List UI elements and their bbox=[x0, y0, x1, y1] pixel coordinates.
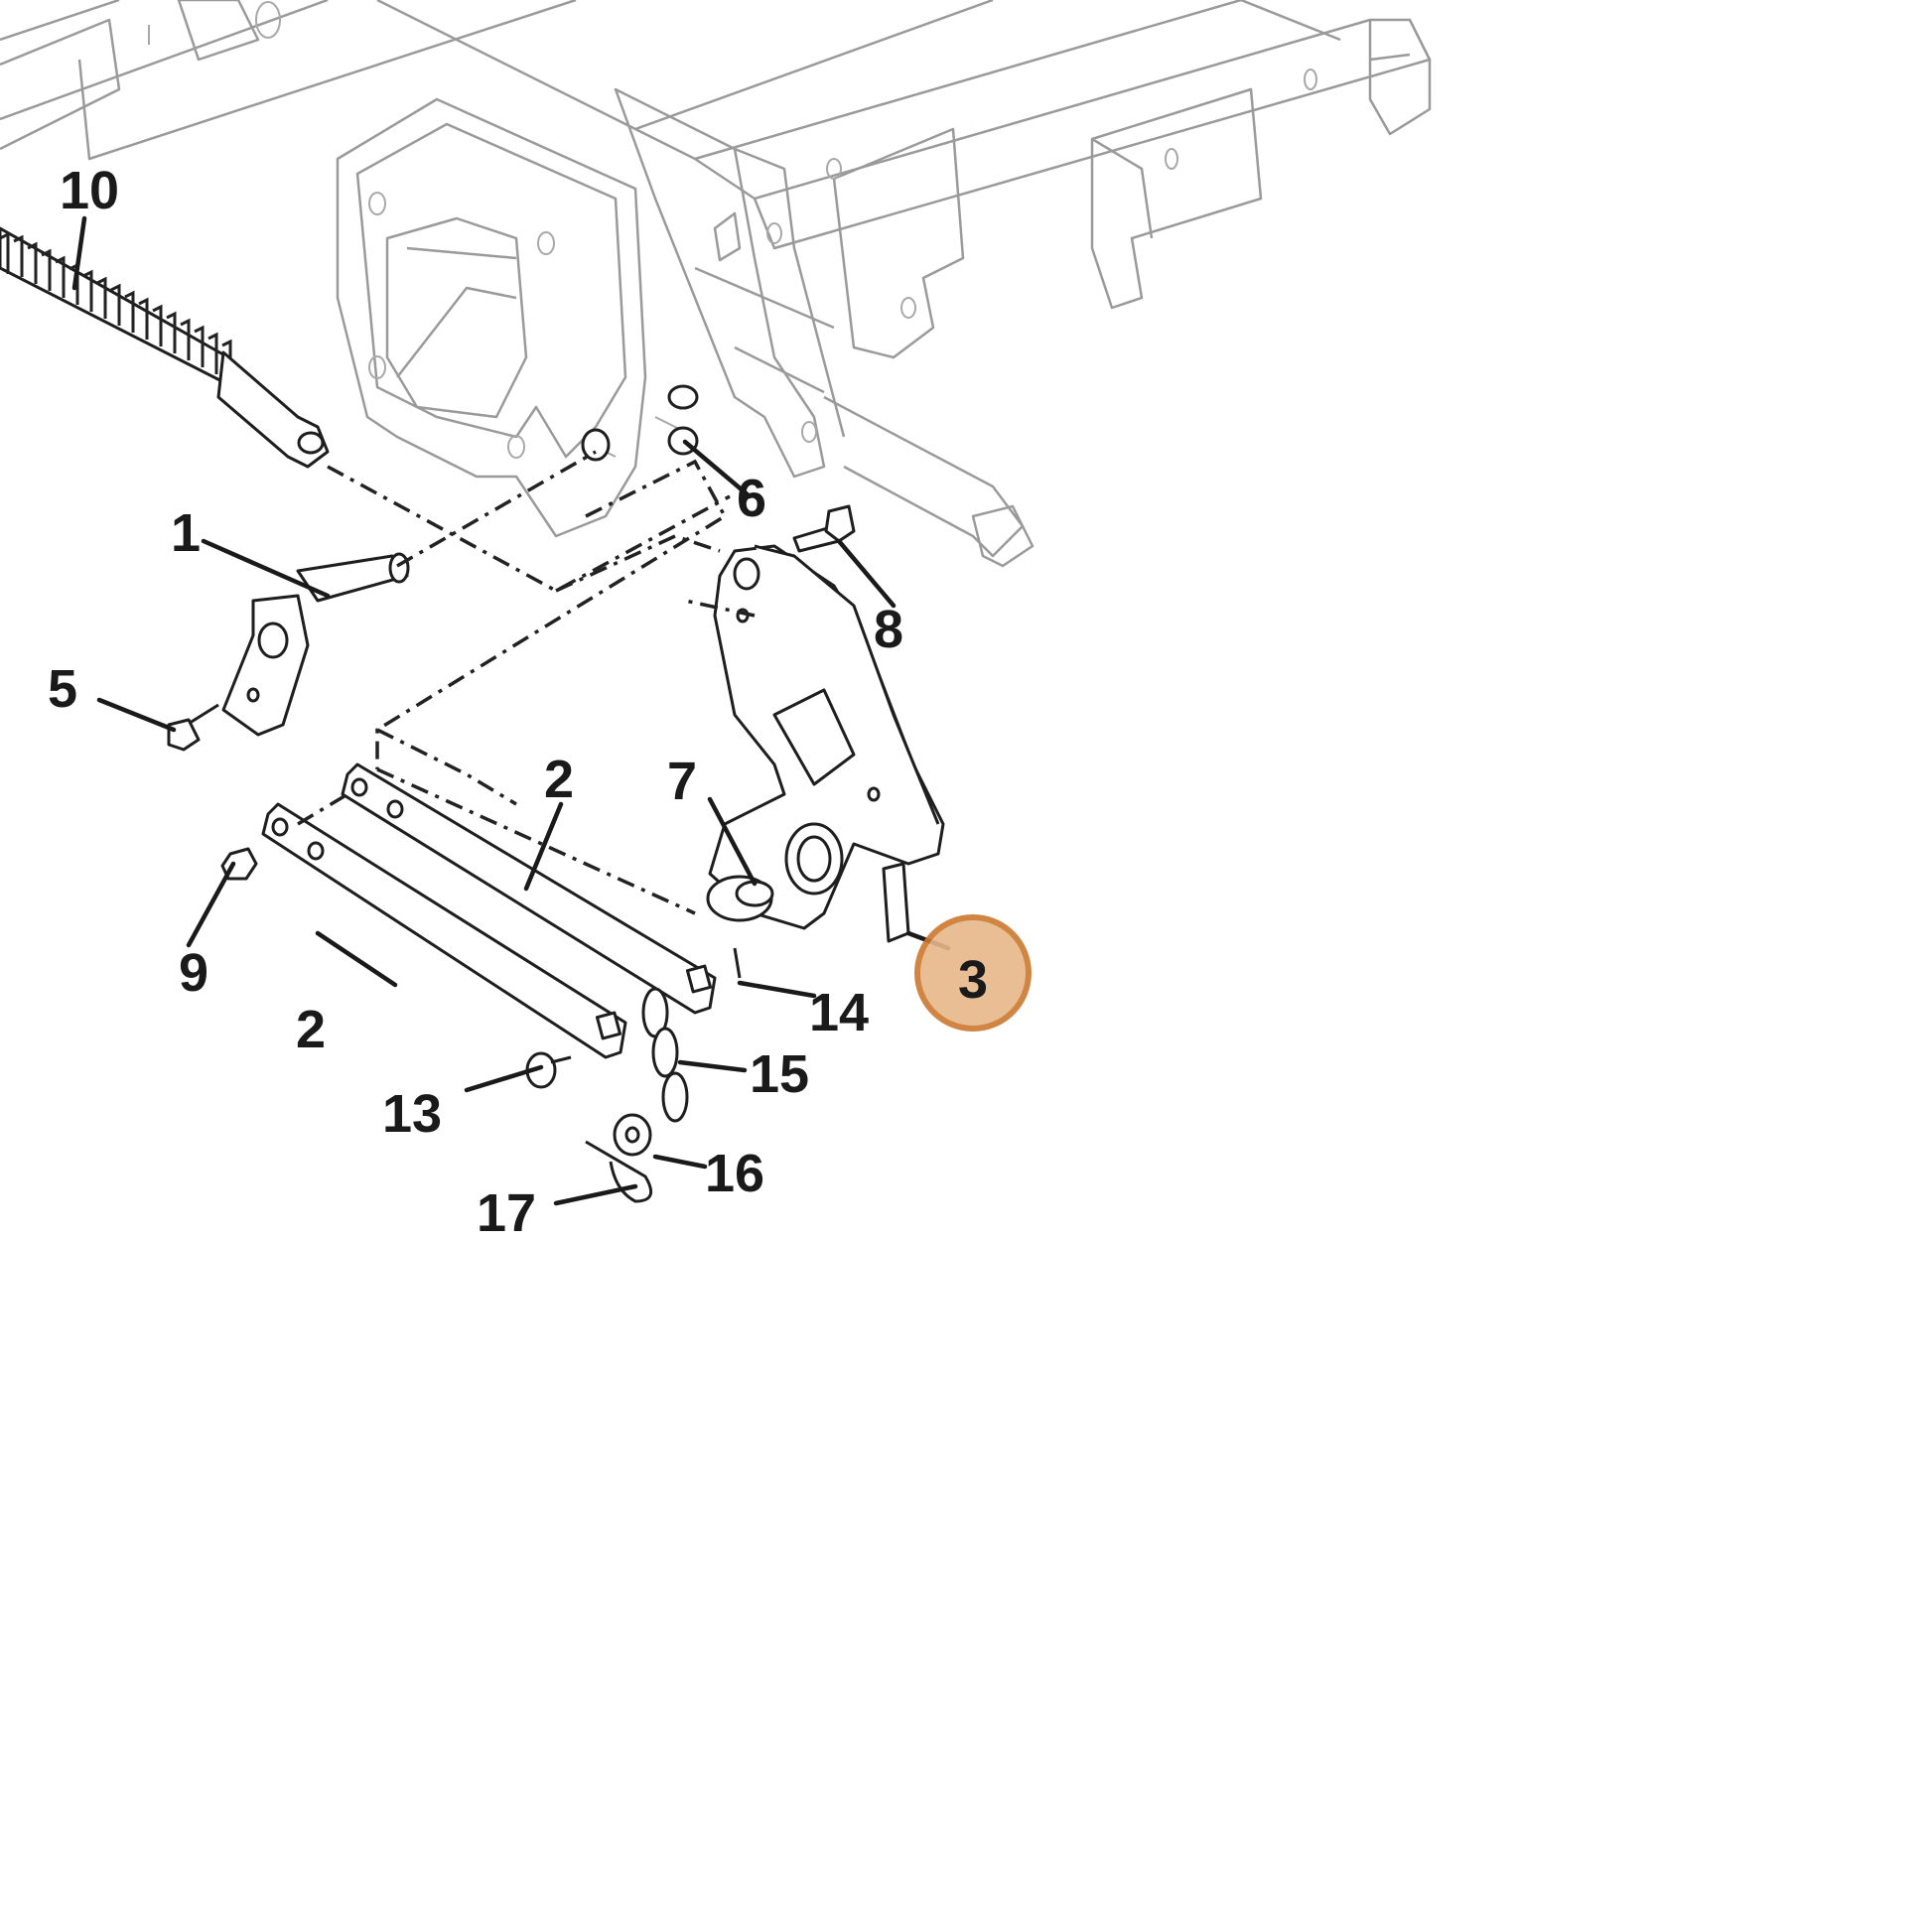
mower-frame bbox=[0, 0, 1432, 568]
callout-5[interactable]: 5 bbox=[48, 659, 77, 719]
spring-part bbox=[0, 226, 330, 469]
callout-3[interactable]: 3 bbox=[958, 950, 988, 1010]
callout-1[interactable]: 1 bbox=[171, 503, 201, 563]
callout-13[interactable]: 13 bbox=[382, 1084, 442, 1144]
callout-9[interactable]: 9 bbox=[179, 943, 208, 1003]
callout-16[interactable]: 16 bbox=[705, 1144, 764, 1203]
link-2-upper-part bbox=[341, 762, 717, 1015]
callout-2-lower[interactable]: 2 bbox=[296, 1000, 326, 1059]
chain-15-part bbox=[641, 987, 689, 1123]
callout-14[interactable]: 14 bbox=[809, 983, 869, 1042]
leader-lines bbox=[71, 215, 951, 1206]
bushing-7-part bbox=[706, 875, 774, 922]
callout-2-upper[interactable]: 2 bbox=[544, 750, 574, 809]
cotter-pin-14-part bbox=[733, 947, 742, 979]
callout-3-highlight bbox=[914, 914, 1032, 1032]
callout-6[interactable]: 6 bbox=[737, 469, 766, 528]
lift-bracket-part bbox=[708, 544, 945, 943]
callout-labels: 10 1 5 2 2 6 7 8 9 3 14 13 15 16 17 bbox=[48, 161, 988, 1243]
callout-17[interactable]: 17 bbox=[477, 1183, 536, 1243]
callout-7[interactable]: 7 bbox=[667, 752, 697, 811]
bolt-8-part bbox=[792, 504, 856, 553]
link-2-lower-part bbox=[261, 802, 627, 1059]
assembly-lines bbox=[297, 450, 756, 915]
bolt-5-part bbox=[167, 703, 219, 752]
pivot-arm-part bbox=[221, 552, 410, 737]
callout-8[interactable]: 8 bbox=[874, 600, 903, 659]
callout-10[interactable]: 10 bbox=[60, 161, 119, 220]
washer-16-part bbox=[613, 1113, 652, 1157]
callout-15[interactable]: 15 bbox=[750, 1044, 809, 1104]
